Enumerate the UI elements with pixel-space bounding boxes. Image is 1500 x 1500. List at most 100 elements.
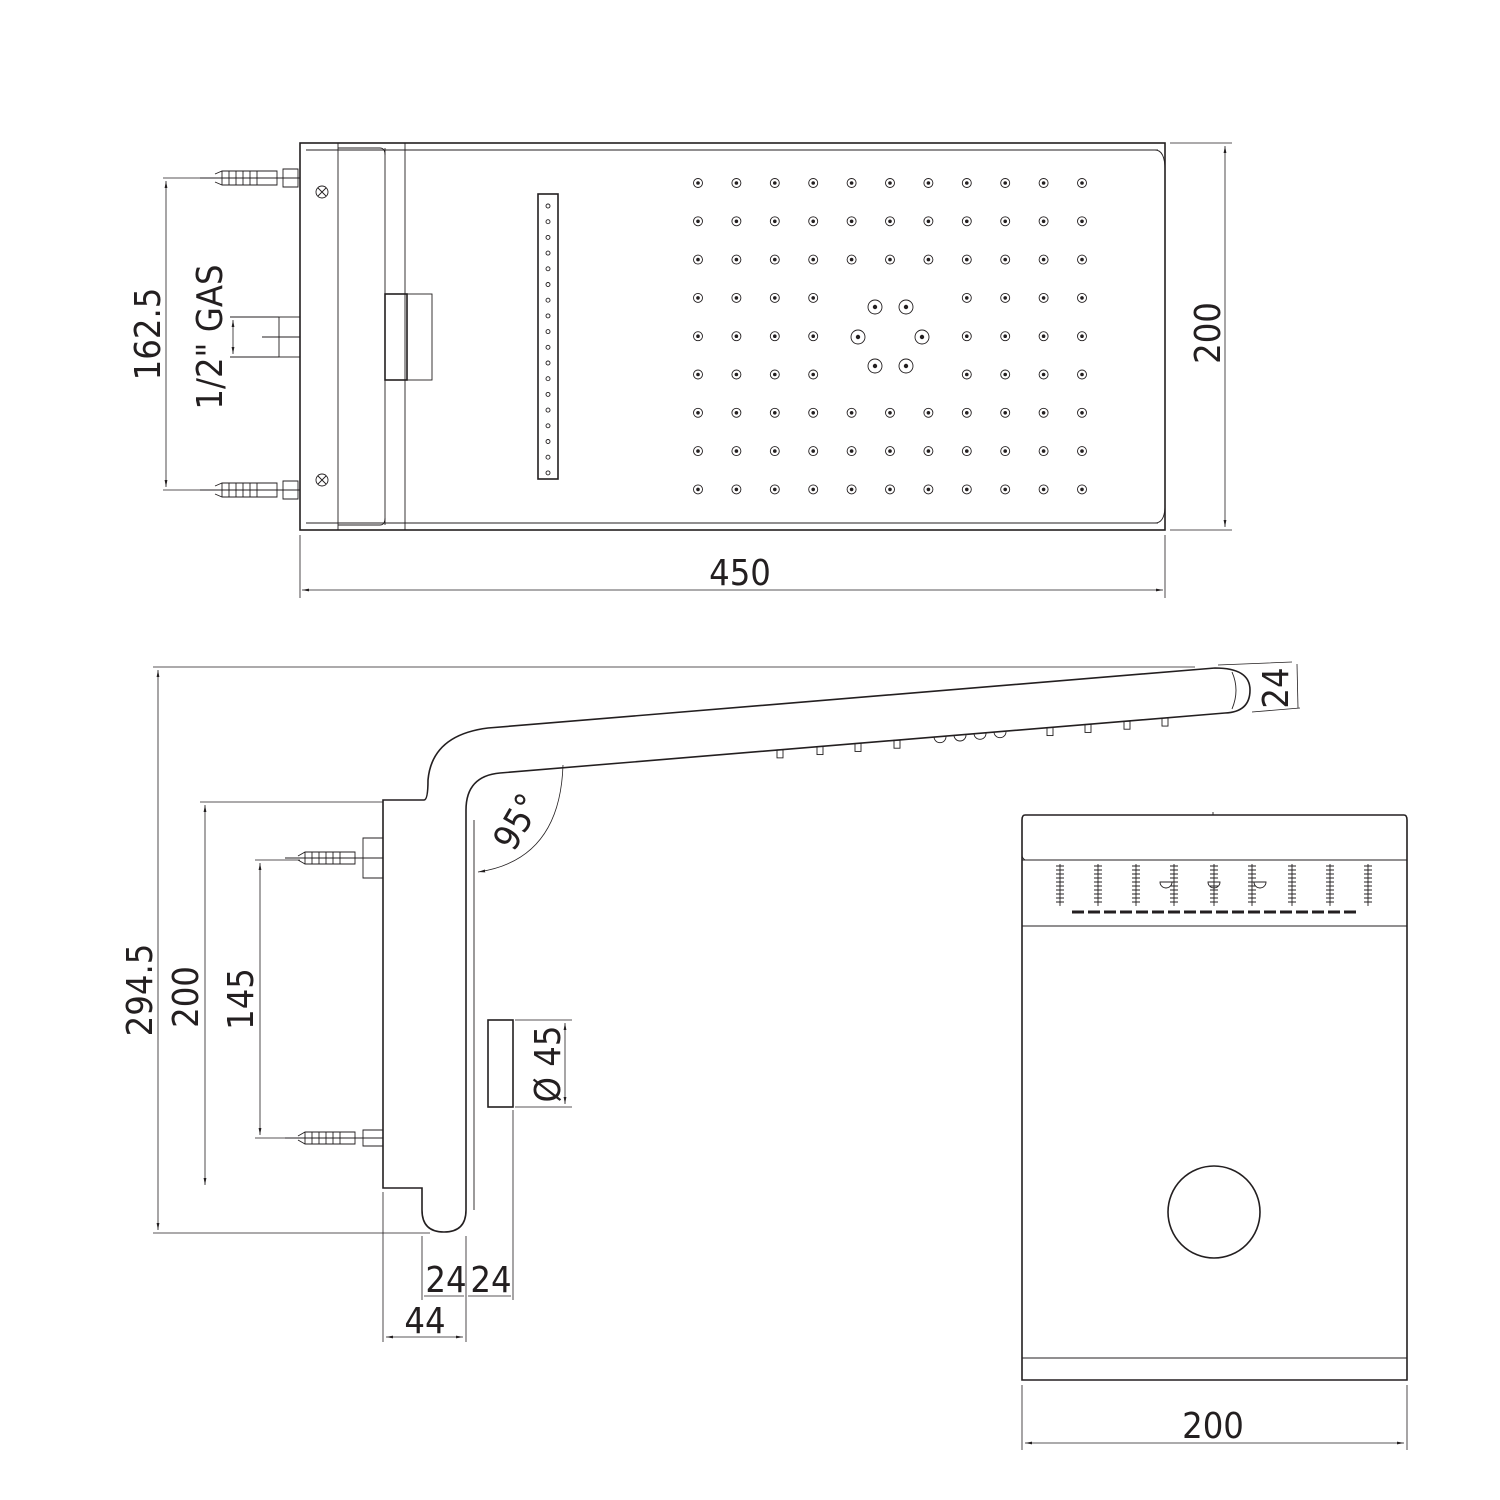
nozzle bbox=[846, 178, 857, 188]
nozzle-center bbox=[1080, 219, 1084, 224]
nozzle bbox=[846, 216, 857, 227]
slot-nozzle bbox=[545, 313, 551, 319]
side-nozzle bbox=[816, 746, 824, 756]
dim-label-162-5: 162.5 bbox=[128, 288, 169, 381]
nozzle-center bbox=[1003, 219, 1007, 224]
nozzle-center bbox=[773, 487, 777, 492]
nozzle bbox=[1038, 407, 1049, 418]
front-nozzle bbox=[1288, 864, 1296, 906]
nozzle-center bbox=[1080, 334, 1084, 339]
nozzle-center bbox=[811, 372, 815, 377]
nozzle-center bbox=[1041, 296, 1046, 300]
nozzle-center bbox=[1041, 449, 1046, 453]
nozzle-center bbox=[734, 411, 739, 415]
nozzle bbox=[1077, 484, 1087, 495]
slot-nozzle bbox=[545, 454, 551, 460]
nozzle bbox=[1077, 216, 1087, 227]
side-view: 95° 294.5 200 145 Ø 45 24 24 24 44 bbox=[120, 661, 1301, 1342]
side-nozzle bbox=[893, 739, 901, 749]
nozzle-center bbox=[965, 296, 969, 300]
center-nozzle-core bbox=[903, 304, 909, 310]
side-nozzle bbox=[1161, 717, 1169, 727]
nozzle bbox=[1038, 446, 1049, 457]
nozzle bbox=[1077, 254, 1087, 265]
nozzle-center bbox=[773, 181, 777, 185]
center-nozzle-core bbox=[855, 334, 861, 340]
nozzle bbox=[693, 178, 703, 188]
waterfall-slot bbox=[537, 193, 559, 480]
nozzle-center bbox=[696, 257, 700, 262]
nozzle bbox=[693, 292, 703, 303]
front-view: 200 bbox=[1021, 812, 1408, 1450]
nozzle-center bbox=[965, 219, 969, 224]
center-nozzle-core bbox=[872, 304, 878, 310]
nozzle bbox=[769, 254, 780, 265]
center-nozzle bbox=[898, 358, 914, 374]
nozzle bbox=[923, 216, 934, 227]
front-nozzle bbox=[1056, 864, 1064, 906]
center-nozzle bbox=[850, 329, 866, 345]
slot-nozzle bbox=[545, 439, 551, 444]
dim-label-145: 145 bbox=[221, 968, 262, 1030]
nozzle-center bbox=[696, 372, 700, 377]
dim-label-200-front: 200 bbox=[1182, 1406, 1244, 1447]
dim-label-diameter: Ø 45 bbox=[528, 1026, 569, 1103]
nozzle bbox=[731, 292, 742, 303]
side-nozzle bbox=[776, 749, 784, 759]
nozzle-center bbox=[926, 487, 931, 492]
nozzle bbox=[808, 254, 819, 265]
nozzle-center bbox=[1080, 411, 1084, 415]
nozzle bbox=[1038, 369, 1049, 380]
front-cup bbox=[1159, 881, 1173, 889]
rain-nozzle-grid bbox=[693, 178, 1087, 495]
nozzle-center bbox=[773, 296, 777, 300]
nozzle-center bbox=[965, 334, 969, 339]
nozzle-center bbox=[1041, 181, 1046, 185]
side-nozzle-cup bbox=[973, 733, 987, 740]
side-nozzle bbox=[1123, 720, 1131, 730]
nozzle-center bbox=[811, 334, 815, 339]
nozzle bbox=[923, 446, 934, 457]
nozzle-center bbox=[849, 219, 854, 224]
nozzle bbox=[769, 407, 780, 418]
center-nozzle-core bbox=[919, 334, 925, 340]
nozzle bbox=[769, 484, 780, 495]
front-nozzle bbox=[1210, 864, 1218, 906]
nozzle-center bbox=[1080, 257, 1084, 262]
nozzle bbox=[808, 407, 819, 418]
nozzle-center bbox=[1041, 257, 1046, 262]
nozzle-center bbox=[965, 411, 969, 415]
arm-connector-side bbox=[487, 1019, 514, 1108]
slot-nozzle bbox=[545, 250, 551, 256]
slot-nozzle bbox=[545, 234, 551, 240]
arm-connector-front bbox=[1167, 1165, 1261, 1259]
nozzle-center bbox=[773, 257, 777, 262]
slot-nozzle bbox=[545, 297, 551, 303]
dim-label-24-arm: 24 bbox=[1256, 667, 1297, 708]
nozzle bbox=[769, 292, 780, 303]
front-outline bbox=[1021, 814, 1408, 1381]
nozzle bbox=[769, 369, 780, 380]
front-nozzle-row bbox=[1056, 864, 1372, 906]
nozzle bbox=[1000, 331, 1011, 342]
nozzle-center bbox=[849, 449, 854, 453]
nozzle bbox=[1000, 178, 1011, 188]
nozzle-center bbox=[811, 257, 815, 262]
nozzle-center bbox=[734, 449, 739, 453]
nozzle bbox=[769, 178, 780, 188]
slot-nozzle bbox=[545, 423, 551, 429]
nozzle bbox=[1038, 216, 1049, 227]
nozzle-center bbox=[773, 449, 777, 453]
nozzle bbox=[961, 292, 972, 303]
nozzle-center bbox=[811, 219, 815, 224]
nozzle bbox=[769, 331, 780, 342]
nozzle-center bbox=[811, 449, 815, 453]
slot-nozzle bbox=[545, 219, 551, 225]
slot-nozzle bbox=[545, 470, 551, 476]
nozzle-center bbox=[811, 487, 815, 492]
nozzle bbox=[1077, 292, 1087, 303]
nozzle-center bbox=[696, 334, 700, 339]
nozzle bbox=[731, 484, 742, 495]
nozzle bbox=[731, 369, 742, 380]
